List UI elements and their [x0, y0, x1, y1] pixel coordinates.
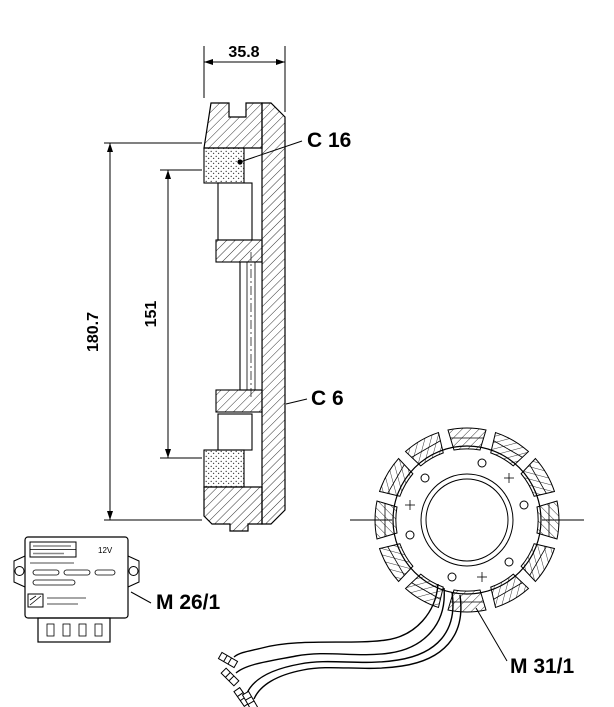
- dim-outer-height-label: 180.7: [85, 312, 102, 352]
- flywheel-bottom-flange: [203, 486, 263, 532]
- leader-line: [475, 607, 508, 662]
- arrowhead: [276, 59, 285, 65]
- stator-rivet-holes: [405, 458, 529, 582]
- dimension-inner-height: 151: [143, 169, 202, 459]
- flywheel-bottom-pole-shoe: [217, 413, 253, 451]
- regulator-logo-box: [27, 593, 44, 608]
- leader-dot: [237, 159, 243, 165]
- arrowhead: [165, 449, 171, 458]
- wire: [235, 587, 445, 674]
- wire-connector: [220, 667, 240, 687]
- callout-m31: M 31/1: [475, 607, 575, 678]
- callout-c16: C 16: [237, 129, 351, 165]
- stator-center-marks: [405, 473, 514, 582]
- flywheel-top-pole-shoe: [217, 182, 253, 241]
- arrowhead: [165, 170, 171, 179]
- flywheel-rim: [261, 102, 286, 525]
- label-c16: C 16: [307, 129, 351, 152]
- dimension-width: 35.8: [203, 44, 286, 112]
- regulator-connector: [37, 617, 111, 643]
- wire: [233, 583, 439, 658]
- flywheel-bottom-magnet: [203, 449, 245, 488]
- regulator-voltage-marking: 12V: [98, 546, 113, 555]
- wire: [246, 591, 454, 694]
- regulator-ear-right: [127, 555, 140, 588]
- regulator-view: 12V: [13, 536, 140, 643]
- wire-connector: [241, 690, 259, 707]
- dim-width-label: 35.8: [228, 44, 259, 61]
- label-c6: C 6: [311, 387, 344, 410]
- leader-line: [285, 398, 308, 405]
- logo-mark: [29, 595, 42, 606]
- wire-connector: [217, 651, 239, 669]
- logo-mark: [29, 595, 37, 601]
- stator-view: [217, 427, 584, 707]
- stator-bore-inner: [425, 478, 509, 562]
- dimension-outer-height: 180.7: [85, 142, 202, 521]
- leader-line: [239, 140, 303, 163]
- stator-ring-outer: [392, 445, 542, 595]
- regulator-mount-hole-left: [14, 566, 25, 576]
- label-m31: M 31/1: [510, 655, 575, 678]
- flywheel-hub-lower: [215, 389, 263, 413]
- flywheel-section-view: [203, 102, 286, 532]
- dim-inner-height-label: 151: [143, 301, 160, 328]
- arrowhead: [204, 59, 213, 65]
- stator-bore-outer: [420, 473, 514, 567]
- regulator-vent-slots: [32, 569, 116, 586]
- flywheel-hub-upper: [215, 239, 263, 263]
- arrowhead: [107, 511, 113, 520]
- regulator-ear-left: [13, 555, 26, 588]
- stator-wires: [233, 583, 462, 700]
- callout-c6: C 6: [285, 387, 344, 410]
- flywheel-top-magnet: [203, 147, 245, 184]
- wire: [253, 594, 462, 700]
- arrowhead: [107, 143, 113, 152]
- flywheel-top-flange: [203, 102, 263, 149]
- stator-pole: [447, 427, 487, 451]
- regulator-mount-hole-right: [128, 566, 139, 576]
- callout-m26: M 26/1: [130, 591, 221, 614]
- regulator-connector-pins: [46, 623, 103, 637]
- label-m26: M 26/1: [156, 591, 221, 614]
- leader-line: [130, 591, 152, 604]
